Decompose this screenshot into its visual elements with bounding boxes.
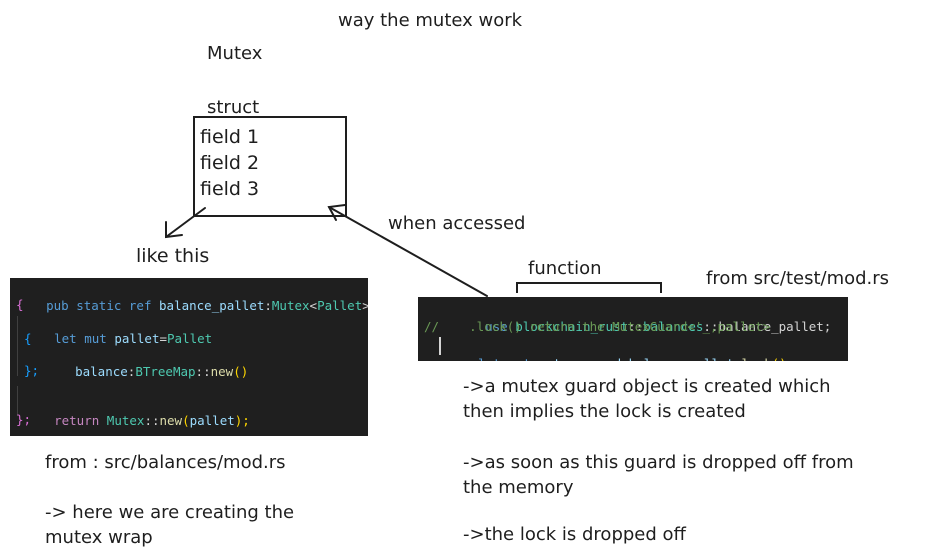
- struct-field-2: field 2: [200, 152, 260, 174]
- code-token: (): [233, 364, 249, 379]
- code-token: new: [159, 413, 183, 428]
- right-note-2-line-1: ->as soon as this guard is dropped off f…: [463, 452, 854, 473]
- right-note-2: ->as soon as this guard is dropped off f…: [463, 450, 854, 500]
- right-note-1-line-2: then implies the lock is created: [463, 401, 746, 422]
- code-token: .: [734, 356, 742, 361]
- code-token: balance_pallet: [159, 298, 265, 313]
- code-token: =: [621, 356, 629, 361]
- code-token: mut: [508, 356, 531, 361]
- code-token: );: [234, 413, 250, 428]
- code-token: use: [485, 319, 508, 334]
- code-token: :: [127, 364, 136, 379]
- code-token: let: [54, 331, 77, 346]
- struct-label: struct: [207, 97, 260, 118]
- like-this-arrow: [165, 207, 206, 239]
- struct-field-1: field 1: [200, 126, 260, 148]
- mutex-heading: Mutex: [207, 43, 263, 64]
- code-token: ();: [772, 356, 795, 361]
- code-token: let: [478, 356, 501, 361]
- function-bracket: [516, 282, 662, 293]
- code-token: ::: [195, 364, 211, 379]
- like-this-label: like this: [136, 245, 210, 267]
- code-token: lock: [742, 356, 772, 361]
- code-block-test: use blockchain_rust::balances::balance_p…: [418, 297, 848, 361]
- code-token: Pallet: [167, 331, 213, 346]
- right-note-1: ->a mutex guard object is created which …: [463, 374, 831, 424]
- function-label: function: [528, 258, 602, 279]
- code-token: mutex_guard: [538, 356, 621, 361]
- code-token: new: [210, 364, 234, 379]
- code-token: return: [54, 413, 100, 428]
- diagram-title: way the mutex work: [338, 10, 523, 31]
- source-left: from : src/balances/mod.rs: [45, 452, 286, 473]
- left-note-line-2: mutex wrap: [45, 527, 153, 548]
- code-token: Mutex: [106, 413, 145, 428]
- code-token: BTreeMap: [135, 364, 196, 379]
- right-note-1-line-1: ->a mutex guard object is created which: [463, 376, 831, 397]
- struct-field-3: field 3: [200, 178, 260, 200]
- code-token: pallet: [189, 413, 235, 428]
- code-token: pallet: [114, 331, 160, 346]
- code-token: ::: [144, 413, 160, 428]
- code-line: };: [16, 412, 32, 427]
- code-token: blockchain_rust: [515, 319, 629, 334]
- code-token: <: [309, 298, 318, 313]
- code-token: ref: [128, 298, 152, 313]
- when-accessed-label: when accessed: [388, 213, 526, 234]
- right-note-2-line-2: the memory: [463, 477, 574, 498]
- right-note-3: ->the lock is dropped off: [463, 524, 686, 545]
- struct-box: field 1 field 2 field 3: [193, 116, 347, 217]
- code-token: mut: [84, 331, 107, 346]
- code-token: pub: [46, 298, 69, 313]
- code-token: Pallet: [317, 298, 363, 313]
- code-token: Mutex: [271, 298, 310, 313]
- code-token: :: [264, 298, 272, 313]
- code-token: >=: [362, 298, 368, 313]
- code-line: };: [24, 363, 40, 378]
- code-comment: // .lock() return the MutexGuard<'_,pall…: [424, 319, 771, 334]
- code-line: {: [24, 331, 32, 346]
- code-token: ::: [703, 319, 719, 334]
- source-right: from src/test/mod.rs: [706, 268, 890, 289]
- left-note-line-1: -> here we are creating the: [45, 502, 295, 523]
- code-token: balances: [643, 319, 704, 334]
- left-note: -> here we are creating the mutex wrap: [45, 500, 294, 550]
- when-accessed-arrow: [327, 204, 488, 297]
- code-token: (: [182, 413, 190, 428]
- code-line: {: [16, 297, 24, 312]
- code-token: balance: [75, 364, 128, 379]
- code-token: balance_pallet: [629, 356, 734, 361]
- code-token: =: [159, 331, 168, 346]
- code-token: static: [76, 298, 122, 313]
- code-token: balance_pallet;: [718, 319, 832, 334]
- code-token: ::: [628, 319, 644, 334]
- code-block-balances: pub static ref balance_pallet:Mutex<Pall…: [10, 278, 368, 436]
